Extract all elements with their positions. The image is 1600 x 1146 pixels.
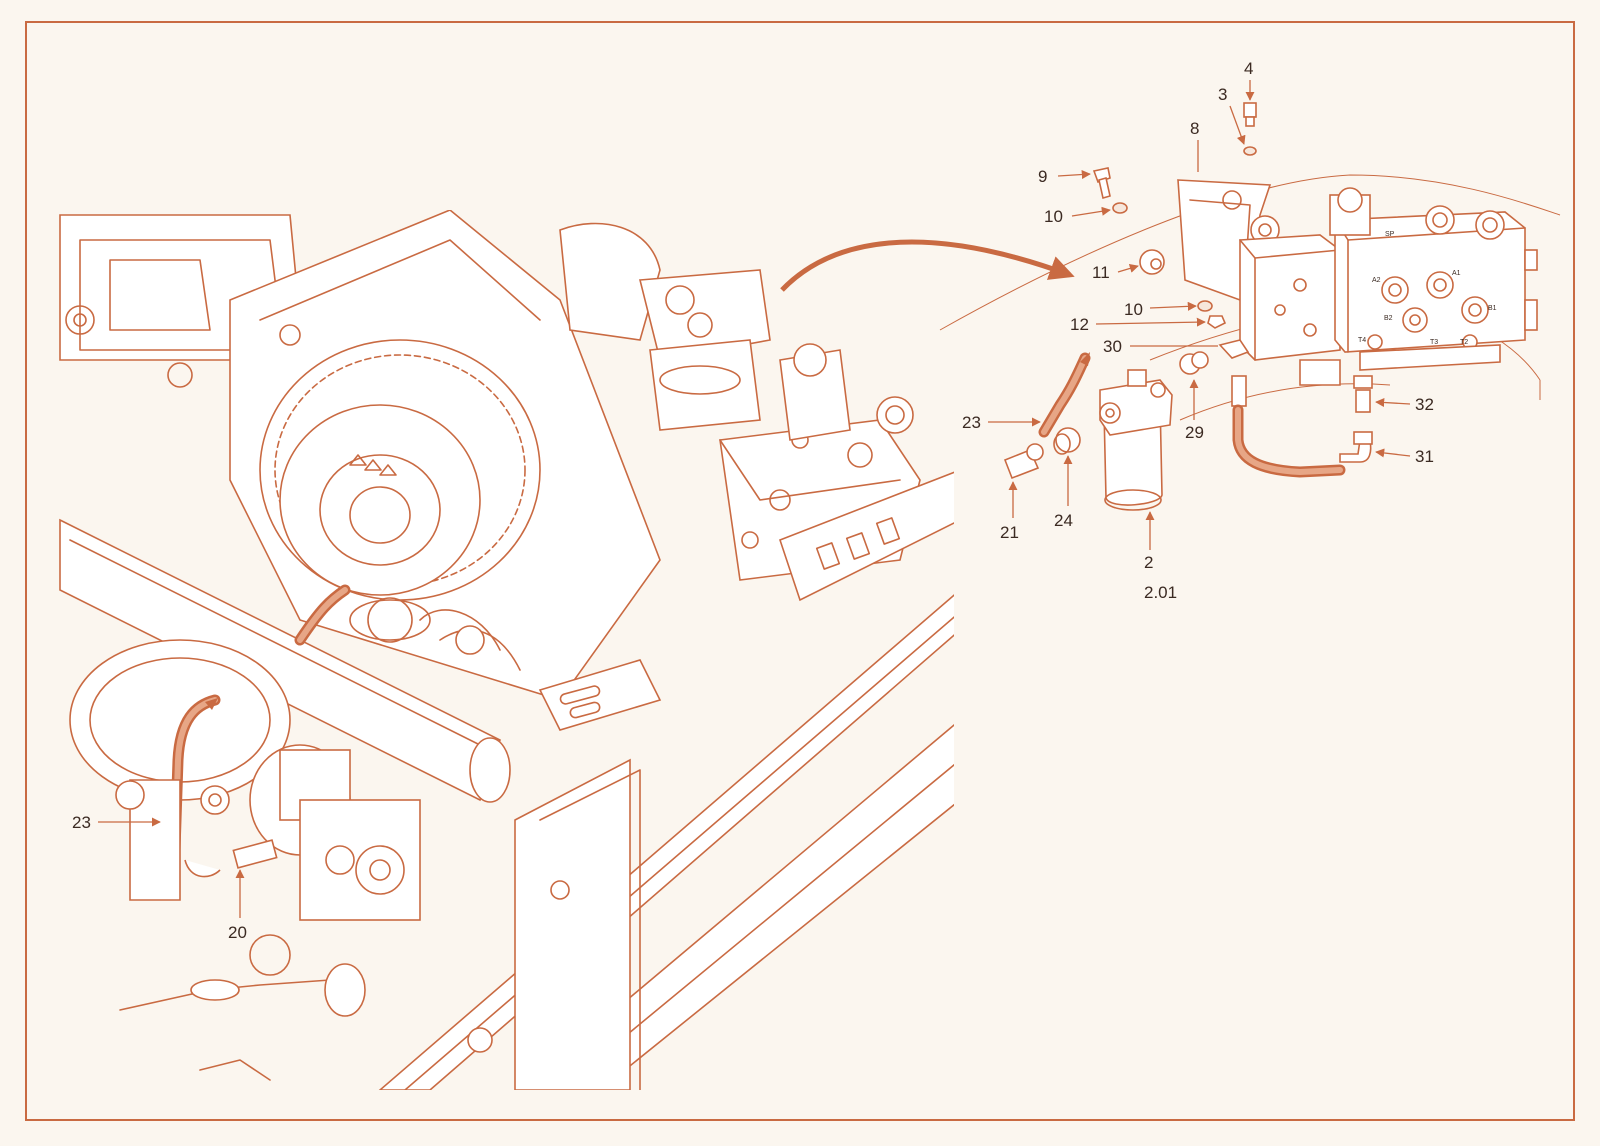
- callout-21: 21: [1000, 523, 1019, 542]
- callout-31: 31: [1415, 447, 1434, 466]
- callout-2-01: 2.01: [1144, 583, 1177, 602]
- callout-23-detail: 23: [962, 413, 981, 432]
- callout-20: 20: [228, 923, 247, 942]
- pulley: [259, 339, 541, 601]
- callout-4: 4: [1244, 59, 1253, 78]
- callout-10b: 10: [1124, 300, 1143, 319]
- port-label-a1: A1: [1452, 270, 1461, 277]
- callout-30: 30: [1103, 337, 1122, 356]
- port-label-t4: T4: [1358, 337, 1366, 344]
- port-label-b2: B2: [1384, 315, 1393, 322]
- filter-part-2: [1099, 369, 1173, 511]
- port-label-b1: B1: [1488, 305, 1497, 312]
- port-label-a2: A2: [1372, 277, 1381, 284]
- curved-arrow-icon: [780, 239, 1075, 292]
- callout-29: 29: [1185, 423, 1204, 442]
- port-label-t2: T2: [1460, 339, 1468, 346]
- callout-12: 12: [1070, 315, 1089, 334]
- callout-32: 32: [1415, 395, 1434, 414]
- fitting-part-32: [1353, 375, 1373, 389]
- washer-part-3: [1243, 146, 1257, 156]
- nut-part-12: [1207, 315, 1227, 329]
- port-label-t3: T3: [1430, 339, 1438, 346]
- detail-view: SP A2 A1 B2 B1 T4 T3 T2: [939, 102, 1561, 511]
- callout-24: 24: [1054, 511, 1073, 530]
- callout-23-main: 23: [72, 813, 91, 832]
- screw-part-4: [1243, 102, 1257, 118]
- callout-8: 8: [1190, 119, 1199, 138]
- washer-part-10b: [1197, 300, 1213, 312]
- callout-9: 9: [1038, 167, 1047, 186]
- main-view-callouts: 23 20: [72, 813, 247, 942]
- callout-11: 11: [1092, 263, 1110, 282]
- detail-callouts: 4 3 8 9 10 11 10 12 30 23 29 32 31 21 24…: [962, 59, 1434, 602]
- main-engine-view: [59, 210, 954, 1090]
- page-frame: [25, 21, 1575, 1121]
- elbow-part-30: [1218, 339, 1250, 359]
- port-label-sp: SP: [1385, 231, 1395, 238]
- fitting-part-24: [1055, 427, 1081, 453]
- elbow-part-31: [1339, 439, 1372, 463]
- callout-3: 3: [1218, 85, 1227, 104]
- callout-2: 2: [1144, 553, 1153, 572]
- callout-10a: 10: [1044, 207, 1063, 226]
- washer-part-10a: [1112, 202, 1128, 214]
